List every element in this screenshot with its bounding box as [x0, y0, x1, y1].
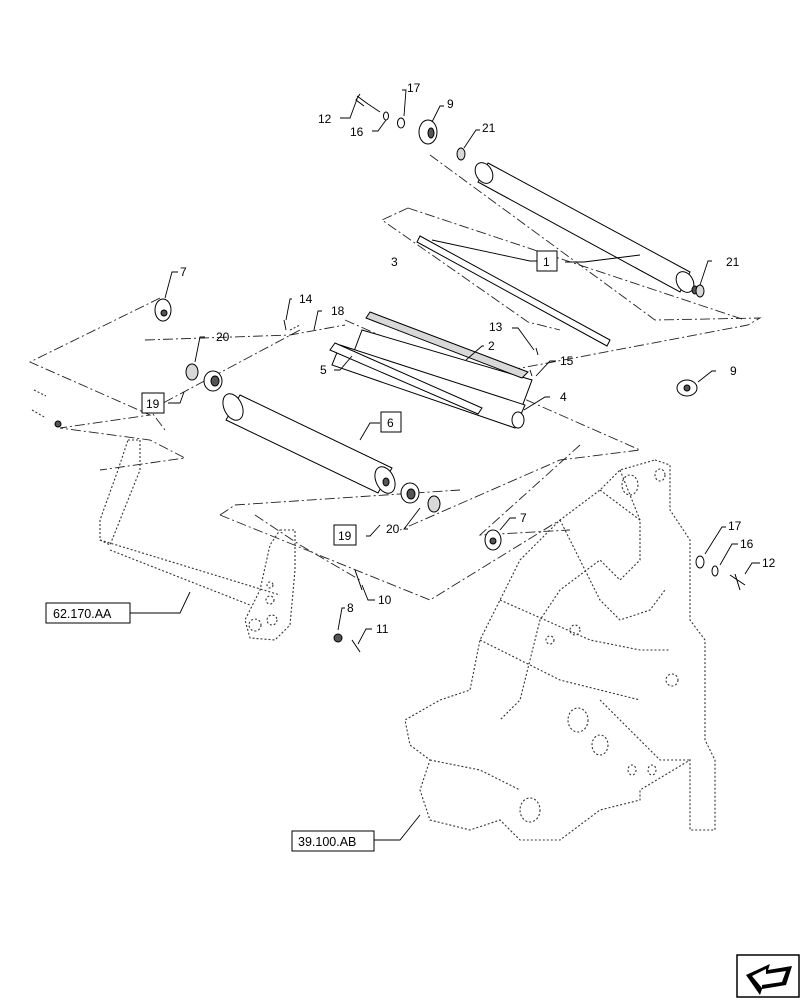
callout-8: 8 — [347, 601, 354, 615]
callout-20-right: 20 — [386, 522, 400, 536]
callout-1-box — [536, 250, 558, 272]
bolt-10 — [354, 569, 363, 591]
bearing-21-right — [695, 284, 705, 298]
callout-16-top: 16 — [350, 125, 364, 139]
callout-14: 14 — [299, 292, 313, 306]
upper-roller-assembly — [355, 93, 705, 397]
bearing-21-top — [456, 147, 466, 161]
callout-17-right: 17 — [728, 519, 742, 533]
washer-16-top — [383, 111, 389, 121]
callout-19-left: 19 — [146, 397, 160, 411]
callout-18: 18 — [331, 304, 345, 318]
left-fasteners — [31, 389, 62, 428]
bearing-20-left — [185, 363, 199, 381]
callout-6-box — [380, 411, 402, 433]
next-page-arrow-icon[interactable] — [736, 954, 800, 998]
callout-15: 15 — [560, 354, 574, 368]
scraper-assembly — [283, 311, 539, 429]
washer-16-right — [711, 565, 719, 577]
leader-lines — [130, 89, 760, 841]
callout-13: 13 — [489, 320, 503, 334]
callout-11: 11 — [376, 622, 389, 636]
callout-3: 3 — [391, 255, 398, 269]
ref-39-100-ab[interactable]: 39.100.AB — [298, 835, 356, 849]
callout-21-top: 21 — [482, 121, 496, 135]
callout-16-right: 16 — [740, 537, 754, 551]
callout-4: 4 — [560, 390, 567, 404]
callout-labels: 12 16 17 9 21 1 3 21 7 14 18 13 20 2 15 … — [141, 81, 776, 636]
bolt-12-top — [355, 93, 369, 107]
nut-8 — [333, 633, 343, 643]
rod-3 — [416, 235, 611, 347]
callout-5: 5 — [320, 363, 327, 377]
callout-20-left: 20 — [216, 330, 230, 344]
washer-17-top — [397, 117, 405, 129]
callout-2: 2 — [488, 339, 495, 353]
callout-19-box-left — [141, 392, 165, 414]
bolt-12-right — [729, 573, 746, 591]
callout-6: 6 — [387, 416, 394, 430]
reference-boxes: 62.170.AA 39.100.AB — [45, 602, 375, 852]
washer-17-right — [695, 555, 705, 569]
ref-62-170-aa[interactable]: 62.170.AA — [53, 607, 112, 621]
ref-39-100-ab-box[interactable] — [291, 830, 375, 852]
ref-62-170-aa-box[interactable] — [45, 602, 131, 624]
main-machine-frame — [404, 459, 746, 841]
bearing-20-right — [427, 495, 441, 513]
callout-7-right: 7 — [520, 511, 527, 525]
callout-9-right: 9 — [730, 364, 737, 378]
callout-12-top: 12 — [318, 112, 332, 126]
bolt-11 — [351, 639, 361, 653]
callout-1: 1 — [543, 255, 550, 269]
callout-10: 10 — [378, 593, 392, 607]
callout-12-right: 12 — [762, 556, 776, 570]
callout-9-top: 9 — [447, 97, 454, 111]
callout-19-box-right — [333, 524, 357, 546]
callout-17-top: 17 — [407, 81, 421, 95]
lower-roller-assembly — [154, 298, 502, 551]
callout-21-right: 21 — [726, 255, 740, 269]
left-side-frame — [99, 439, 363, 653]
callout-19-right: 19 — [338, 529, 352, 543]
callout-7-left: 7 — [180, 265, 187, 279]
